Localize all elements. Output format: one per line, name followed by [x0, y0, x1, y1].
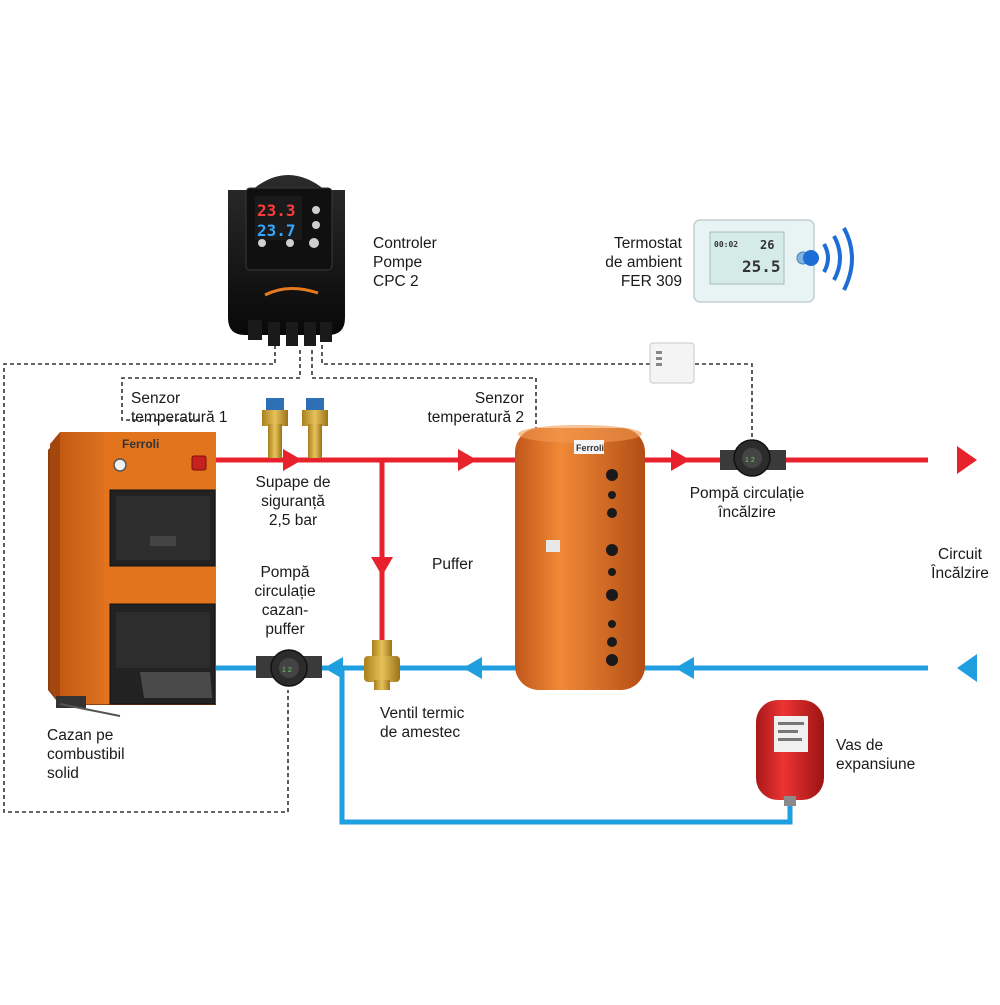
solid-fuel-boiler: Ferroli: [48, 432, 216, 717]
label-thermostat: Termostat de ambient FER 309: [605, 235, 682, 290]
thermostat-display-actual: 25.5: [742, 257, 781, 276]
controller-display-top: 23.3: [257, 201, 296, 220]
wireless-signal-icon: [803, 250, 819, 266]
boiler-brand: Ferroli: [122, 437, 159, 451]
label-expansion-vessel: Vas de expansiune: [836, 737, 916, 773]
label-sensor-2: Senzor temperatură 2: [427, 390, 525, 426]
thermostat-display-clock: 00:02: [714, 240, 738, 249]
thermostat-receiver: [649, 342, 695, 384]
svg-text:1 2: 1 2: [745, 457, 755, 464]
thermostatic-mixing-valve: [364, 640, 400, 690]
heating-pump: 1 2: [720, 439, 786, 477]
puffer-brand: Ferroli: [576, 443, 604, 453]
label-boiler-pump: Pompă circulație cazan- puffer: [254, 564, 316, 638]
controller-display-bottom: 23.7: [257, 221, 296, 240]
control-wiring: [3, 338, 753, 813]
safety-valves: [262, 398, 328, 458]
label-controller: Controler Pompe CPC 2: [373, 235, 437, 290]
label-mixing-valve: Ventil termic de amestec: [380, 705, 465, 741]
label-heating-circuit: Circuit Încălzire: [931, 546, 989, 582]
svg-text:1 2: 1 2: [282, 667, 292, 674]
thermostat-display-set: 26: [760, 238, 774, 252]
pump-controller: 23.3 23.7: [228, 175, 345, 346]
label-sensor-1: Senzor temperatură 1: [131, 390, 228, 426]
label-safety-valves: Supape de siguranță 2,5 bar: [255, 474, 331, 529]
puffer-tank: Ferroli: [515, 425, 645, 690]
expansion-vessel: [756, 700, 824, 806]
return-flow-arrows: [324, 654, 977, 682]
label-puffer: Puffer: [432, 556, 474, 573]
label-heating-pump: Pompă circulație încălzire: [689, 485, 805, 521]
label-boiler: Cazan pe combustibil solid: [47, 727, 125, 782]
boiler-puffer-pump: 1 2: [256, 649, 322, 687]
supply-flow-arrows: [283, 446, 977, 576]
room-thermostat: 00:02 26 25.5: [693, 219, 854, 303]
